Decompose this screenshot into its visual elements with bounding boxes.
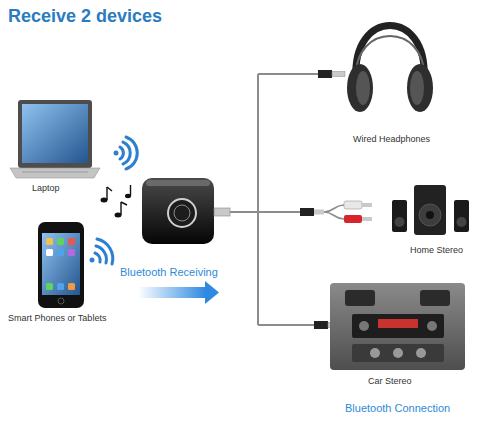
phone-icon [38, 222, 84, 308]
flow-label: Bluetooth Receiving [120, 266, 218, 278]
headphones-icon [347, 26, 433, 113]
device-label: Smart Phones or Tablets [8, 313, 106, 323]
wireless-waves [90, 239, 113, 264]
device-label: Laptop [32, 183, 60, 193]
section-label: Bluetooth Connection [345, 402, 450, 414]
page-title: Receive 2 devices [8, 6, 162, 27]
car-stereo-photo [330, 283, 465, 370]
device-label: Wired Headphones [353, 134, 430, 144]
speaker-set [392, 185, 469, 235]
laptop-icon [10, 100, 100, 178]
device-label: Home Stereo [410, 245, 463, 255]
device-label: Car Stereo [368, 376, 412, 386]
music-notes [101, 185, 132, 218]
direction-arrow [138, 281, 219, 304]
bluetooth-receiver [142, 178, 214, 244]
wireless-waves [114, 137, 138, 169]
